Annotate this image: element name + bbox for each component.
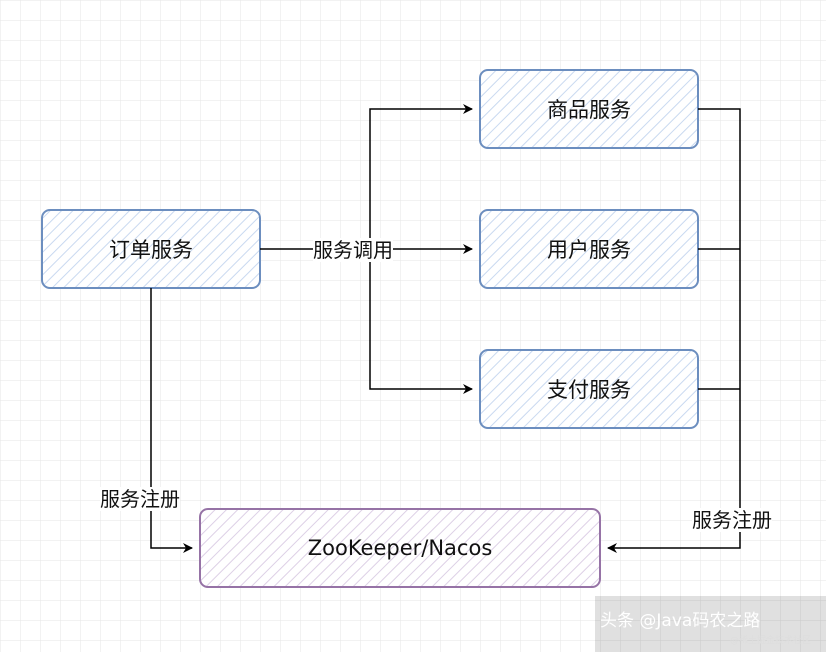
- register-label-right: 服务注册: [692, 508, 772, 532]
- edge-order-register: [150, 288, 193, 553]
- order-service-label: 订单服务: [109, 238, 193, 262]
- registry-label: ZooKeeper/Nacos: [307, 536, 493, 560]
- pay-service-label: 支付服务: [547, 378, 631, 402]
- edge-order-to-pay: [369, 249, 473, 394]
- edge-services-register: [607, 108, 741, 553]
- register-label-left: 服务注册: [100, 487, 180, 511]
- user-service-label: 用户服务: [547, 238, 631, 262]
- watermark-backdrop: [595, 596, 826, 652]
- edge-order-to-goods: [369, 104, 473, 249]
- registry-box[interactable]: [199, 508, 601, 588]
- service-call-label: 服务调用: [313, 238, 393, 262]
- goods-service-label: 商品服务: [547, 98, 631, 122]
- watermark-text: 头条 @Java码农之路: [600, 611, 761, 631]
- watermark-small-text: @稀土掘金技术社区: [730, 636, 812, 646]
